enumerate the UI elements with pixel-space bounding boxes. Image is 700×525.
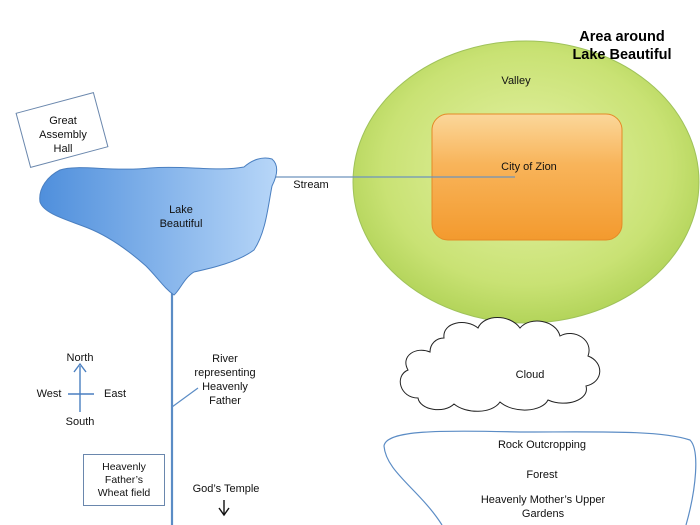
forest-label: Forest — [526, 469, 558, 481]
wheat-line-3: Wheat field — [97, 486, 151, 499]
title-line-2: Lake Beautiful — [572, 47, 672, 63]
river-connector — [171, 387, 199, 408]
title-line-1: Area around — [579, 29, 665, 45]
river-label: River representing Heavenly Father — [190, 352, 260, 408]
lake-shape — [39, 157, 278, 296]
river-line-2: representing — [194, 367, 256, 379]
page-title: Area around Lake Beautiful — [556, 28, 688, 64]
temple-label: God’s Temple — [192, 483, 260, 495]
river-line-4: Father — [209, 395, 241, 407]
stream-label: Stream — [293, 179, 329, 191]
cloud-label: Cloud — [515, 369, 545, 381]
compass-west-label: West — [36, 388, 62, 400]
compass-east-label: East — [103, 388, 126, 400]
assembly-line-2: Assembly — [39, 129, 87, 141]
wheat-line-1: Heavenly — [102, 460, 146, 473]
compass-south-label: South — [65, 416, 95, 428]
wheat-field-label: Heavenly Father’s Wheat field — [98, 461, 151, 500]
temple-arrow-icon — [218, 507, 230, 517]
wheat-line-2: Father’s — [104, 473, 144, 486]
gardens-outline — [383, 430, 697, 525]
river-line-3: Heavenly — [202, 381, 248, 393]
assembly-hall-box — [15, 91, 109, 169]
lake-label-line-2: Beautiful — [159, 218, 203, 230]
assembly-line-3: Hall — [53, 143, 73, 155]
assembly-line-1: Great — [49, 115, 77, 127]
city-of-zion-label: City of Zion — [501, 161, 557, 173]
river-line-1: River — [212, 353, 238, 365]
lake-label-line-1: Lake — [169, 204, 193, 216]
assembly-hall-label: Great Assembly Hall — [28, 114, 98, 156]
wheat-field-box: Heavenly Father’s Wheat field — [83, 454, 165, 506]
rock-outcropping-label: Rock Outcropping — [497, 439, 587, 451]
compass-north-arrow-icon — [73, 362, 87, 373]
valley-label: Valley — [501, 75, 531, 87]
cloud-shape — [399, 317, 601, 412]
compass-north-label: North — [66, 352, 94, 364]
gardens-label: Heavenly Mother’s Upper Gardens — [480, 494, 606, 520]
lake-label: Lake Beautiful — [151, 203, 211, 231]
